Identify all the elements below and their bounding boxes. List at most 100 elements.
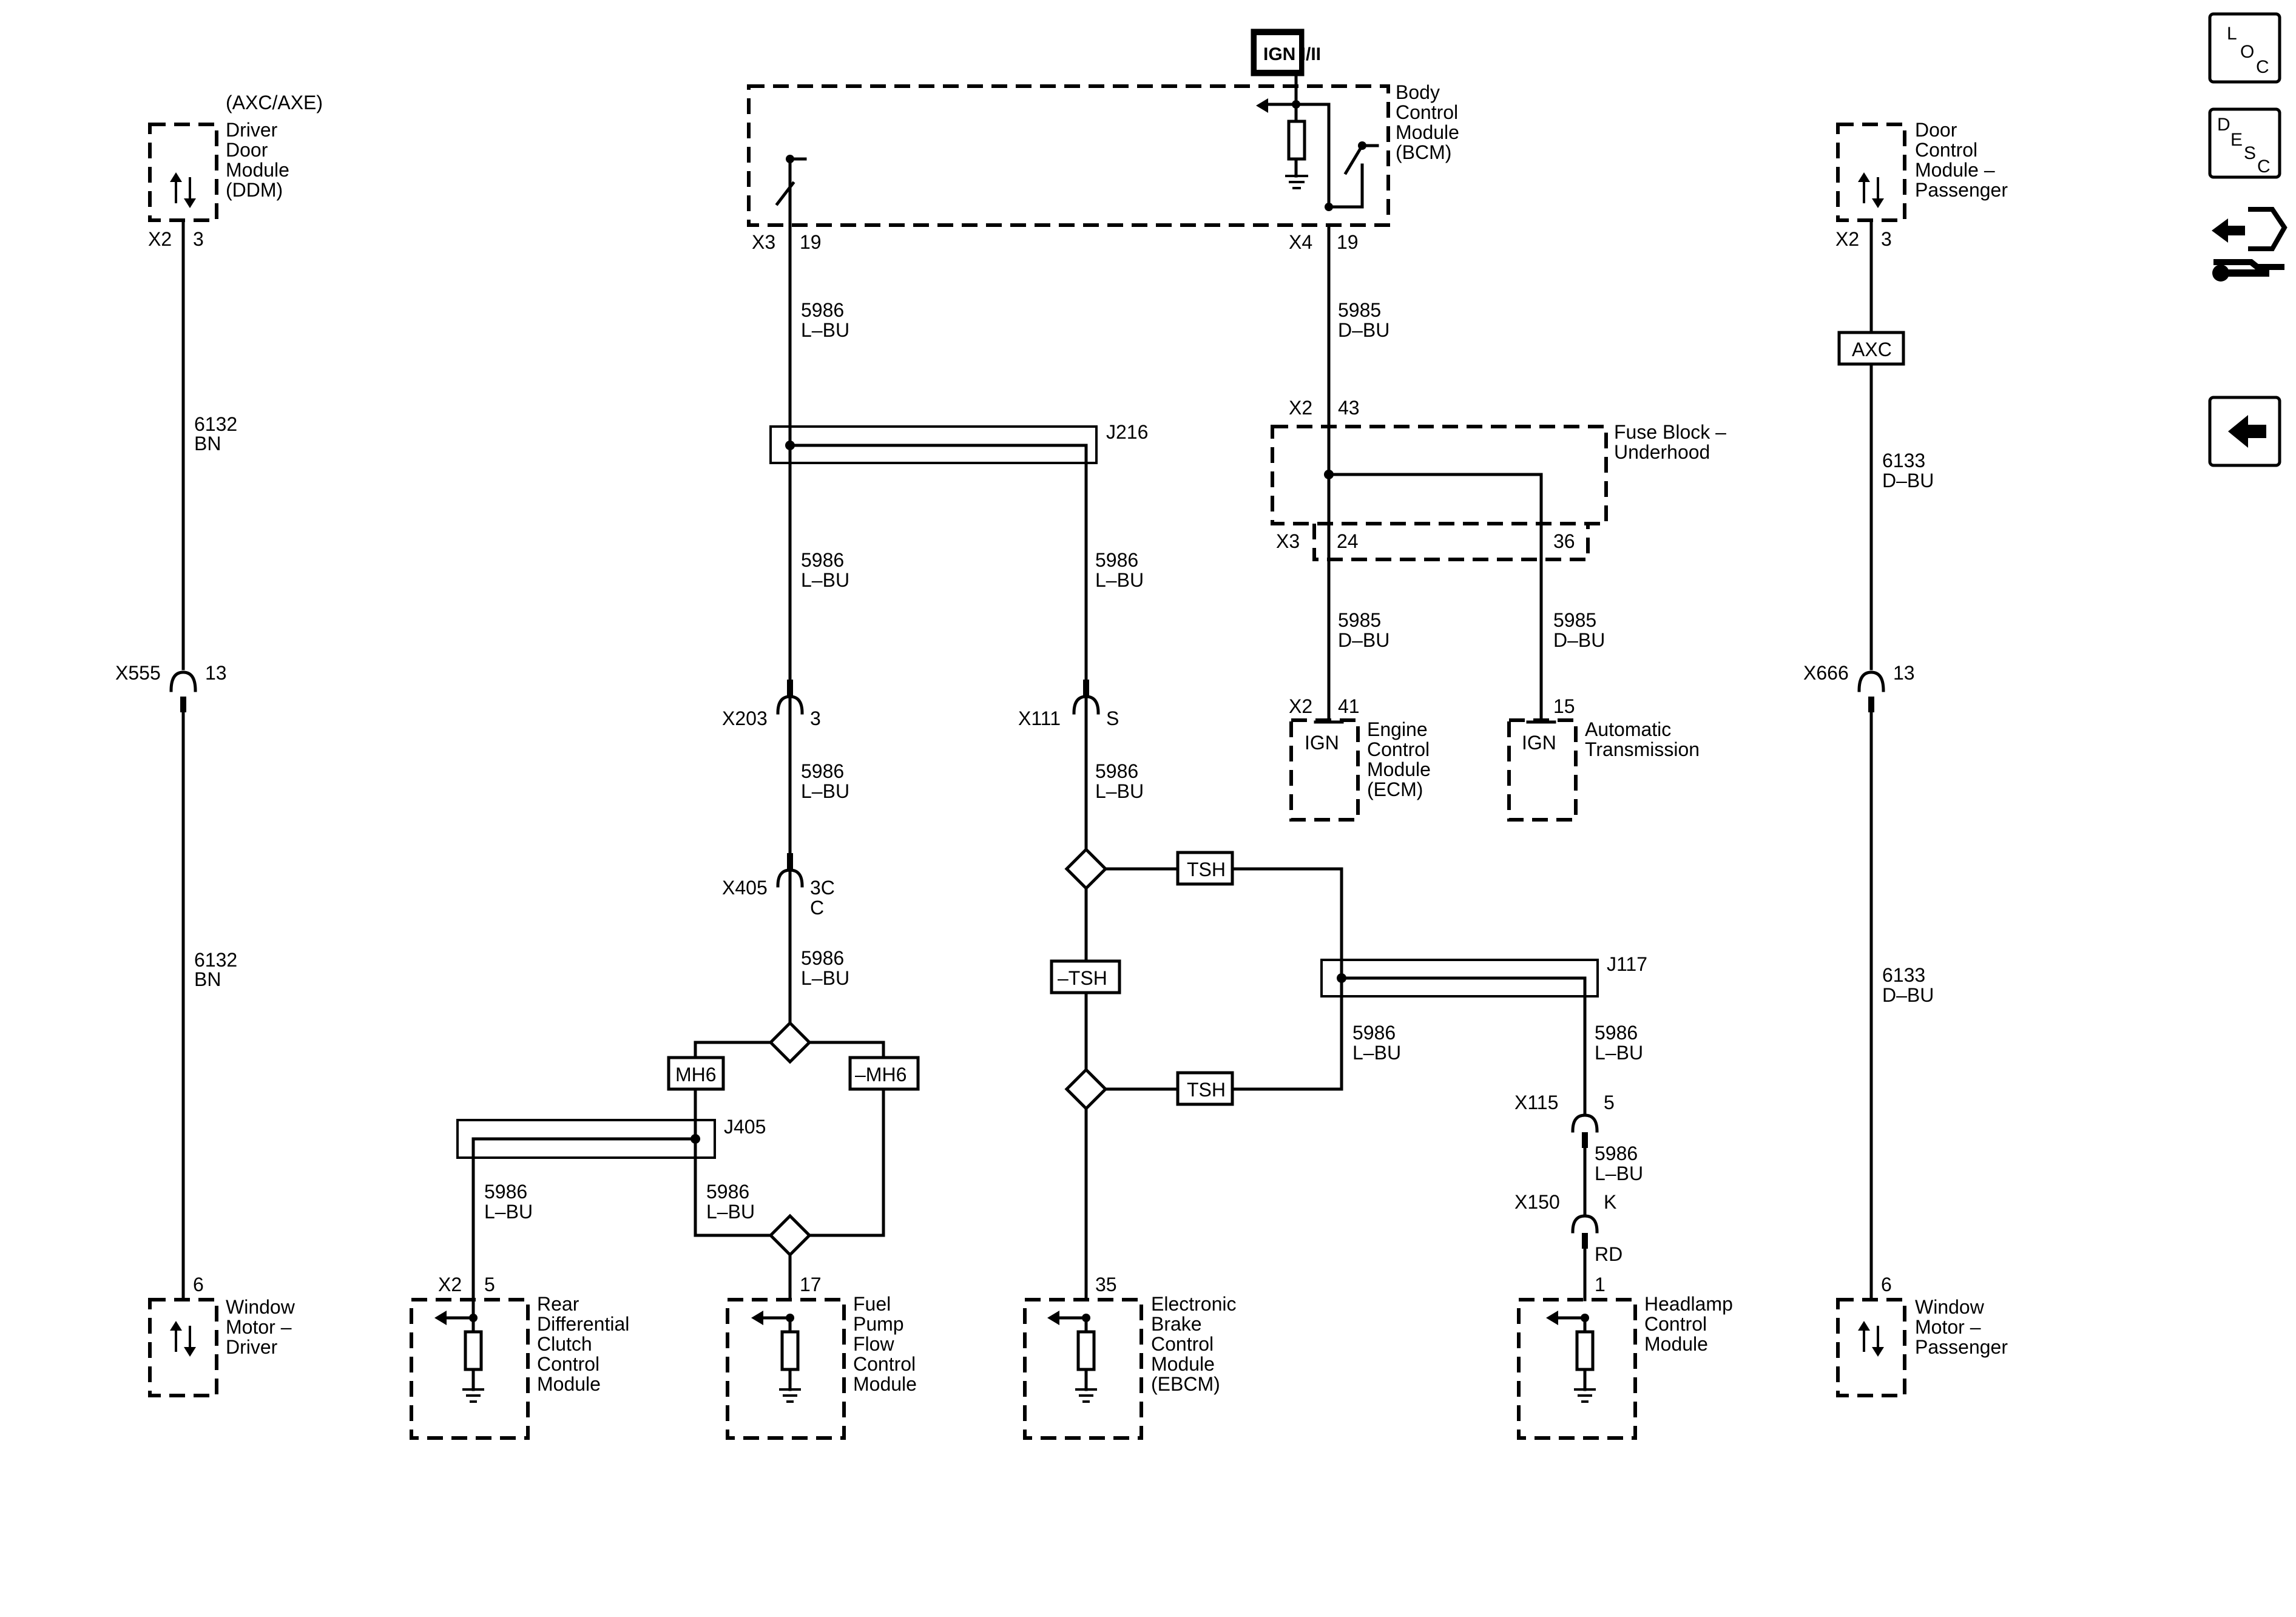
back-arrow-icon — [2228, 415, 2266, 448]
circuit-5985: 5985 D–BU X2 43 Fuse Block – Underhood X… — [1271, 223, 1732, 822]
splice-j405-node — [690, 1134, 700, 1144]
hcm-label: Headlamp Control Module — [1644, 1293, 1738, 1355]
wire-label-5986-b: 5986 L–BU — [1095, 549, 1144, 591]
window-motor-driver-box — [148, 1298, 218, 1397]
connector-x203-male — [787, 680, 793, 695]
loc-button[interactable]: L O C — [2208, 12, 2281, 84]
svg-text:L: L — [2227, 24, 2237, 44]
conn-x666: X666 — [1803, 662, 1849, 684]
option-tsh-box-lower — [1176, 1071, 1234, 1106]
conn-rdccm: X2 — [438, 1274, 462, 1295]
pin-x111: S — [1106, 707, 1119, 729]
pin-dcm-passenger: 3 — [1881, 228, 1892, 250]
wire-label-5986-j: 5986 L–BU — [1595, 1143, 1643, 1184]
desc-button[interactable]: D E S C — [2208, 107, 2281, 179]
wire-label-rd: RD — [1595, 1243, 1622, 1265]
pin-fuse-36: 36 — [1553, 530, 1575, 552]
fuse-block-box — [1271, 425, 1608, 525]
wire-label-5986-c: 5986 L–BU — [801, 760, 849, 802]
bcm-internal-circuit — [1256, 98, 1379, 211]
splice-j117-node — [1337, 973, 1346, 983]
conn-x111: X111 — [1018, 707, 1061, 729]
conn-fuse-x3: X3 — [1276, 530, 1300, 552]
splice-j216-box — [769, 425, 1098, 464]
wire-label-5986-a: 5986 L–BU — [801, 549, 849, 591]
bcm-module: Body Control Module (BCM) — [747, 81, 1465, 253]
connector-x111-male — [1083, 680, 1089, 695]
pin-ebcm: 35 — [1095, 1274, 1117, 1295]
tcm-ign-tag: IGN — [1522, 732, 1556, 754]
transmission-label: Automatic Transmission — [1585, 718, 1700, 760]
bcm-box — [747, 84, 1390, 227]
resistor-icon — [464, 1330, 483, 1371]
wire-label-5986-g: 5986 L–BU — [1095, 760, 1144, 802]
wire-label-5985-ecm: 5985 D–BU — [1338, 609, 1389, 651]
rdccm-box — [410, 1298, 530, 1440]
wire-label-5986-bcm: 5986 L–BU — [801, 299, 849, 341]
fuel-pump-module: 17 Fuel Pump Flow Control Module — [726, 1274, 921, 1440]
bidirectional-arrows-icon — [170, 172, 196, 208]
resistor-icon — [1575, 1330, 1595, 1371]
hcm-module: 1 Headlamp Control Module — [1517, 1274, 1738, 1440]
splice-j216-label: J216 — [1106, 421, 1148, 443]
passenger-door-circuit: Door Control Module – Passenger X2 3 AXC… — [1803, 119, 2008, 1397]
connector-x115-female — [1571, 1113, 1599, 1133]
ign-label: IGN I/II — [1263, 44, 1321, 64]
ecm-ign-tag: IGN — [1305, 732, 1339, 754]
option-tsh-label-upper: TSH — [1187, 859, 1226, 880]
window-motor-driver-label: Window Motor – Driver — [226, 1296, 300, 1358]
option-axc-box — [1837, 331, 1905, 366]
conn-x405: X405 — [722, 877, 768, 899]
transmission-box — [1507, 718, 1578, 822]
pin-fuse-43: 43 — [1338, 397, 1360, 419]
pin-win-driver: 6 — [193, 1274, 204, 1295]
bidirectional-arrows-icon — [170, 1321, 196, 1357]
wire-label-5985-bcm: 5985 D–BU — [1338, 299, 1389, 341]
ebcm-box — [1023, 1298, 1143, 1440]
window-motor-passenger-box — [1836, 1298, 1906, 1397]
pin-x405-b: C — [810, 897, 824, 919]
conn-x150: X150 — [1514, 1191, 1560, 1213]
fpfcm-box — [726, 1298, 846, 1440]
fuse-block-label: Fuse Block – Underhood — [1614, 421, 1732, 463]
pin-x405-a: 3C — [810, 877, 835, 899]
pin-rdccm: 5 — [484, 1274, 495, 1295]
option-axc-label: AXC — [1852, 339, 1892, 360]
ebcm-label: Electronic Brake Control Module (EBCM) — [1151, 1293, 1241, 1395]
resistor-icon — [780, 1330, 800, 1371]
connector-x405-male — [787, 853, 793, 869]
pin-fuse-24: 24 — [1337, 530, 1359, 552]
option-tsh-diamond-upper — [1064, 847, 1108, 891]
conn-bcm-x4: X4 — [1289, 231, 1312, 253]
pin-x150: K — [1604, 1191, 1616, 1213]
splice-j117-box — [1320, 959, 1599, 998]
conn-bcm-x3: X3 — [752, 231, 775, 253]
fpfcm-label: Fuel Pump Flow Control Module — [853, 1293, 921, 1395]
pin-win-passenger: 6 — [1881, 1274, 1892, 1295]
ign-source: IGN I/II — [1251, 29, 1321, 106]
back-button[interactable] — [2208, 396, 2281, 467]
repair-hand-icon[interactable] — [2212, 207, 2288, 282]
ebcm-module: 35 Electronic Brake Control Module (EBCM… — [1023, 1274, 1241, 1440]
wire-label-5986-i: 5986 L–BU — [1595, 1022, 1643, 1064]
svg-text:C: C — [2257, 157, 2271, 177]
wire-label-6133-lower: 6133 D–BU — [1882, 964, 1934, 1006]
circuit-5986: 5986 L–BU J216 5986 L–BU 5986 L–BU X203 … — [456, 223, 1647, 1320]
splice-j405-label: J405 — [724, 1116, 766, 1138]
connector-x555-female — [169, 670, 197, 692]
resistor-icon — [1076, 1330, 1096, 1371]
svg-text:E: E — [2230, 130, 2243, 150]
connector-x555-male — [180, 697, 186, 712]
ecm-box — [1289, 718, 1360, 822]
pin-fpfcm: 17 — [800, 1274, 822, 1295]
pin-tcm: 15 — [1553, 695, 1575, 717]
splice-j405-box — [456, 1119, 716, 1159]
wire-label-6133-upper: 6133 D–BU — [1882, 450, 1934, 491]
bcm-label: Body Control Module (BCM) — [1396, 81, 1465, 163]
svg-text:S: S — [2244, 143, 2256, 163]
conn-ecm: X2 — [1289, 695, 1312, 717]
dcm-passenger-box — [1836, 123, 1906, 222]
ecm-label: Engine Control Module (ECM) — [1367, 718, 1436, 800]
resistor-icon — [1287, 120, 1306, 161]
splice-j216-node — [785, 441, 795, 450]
